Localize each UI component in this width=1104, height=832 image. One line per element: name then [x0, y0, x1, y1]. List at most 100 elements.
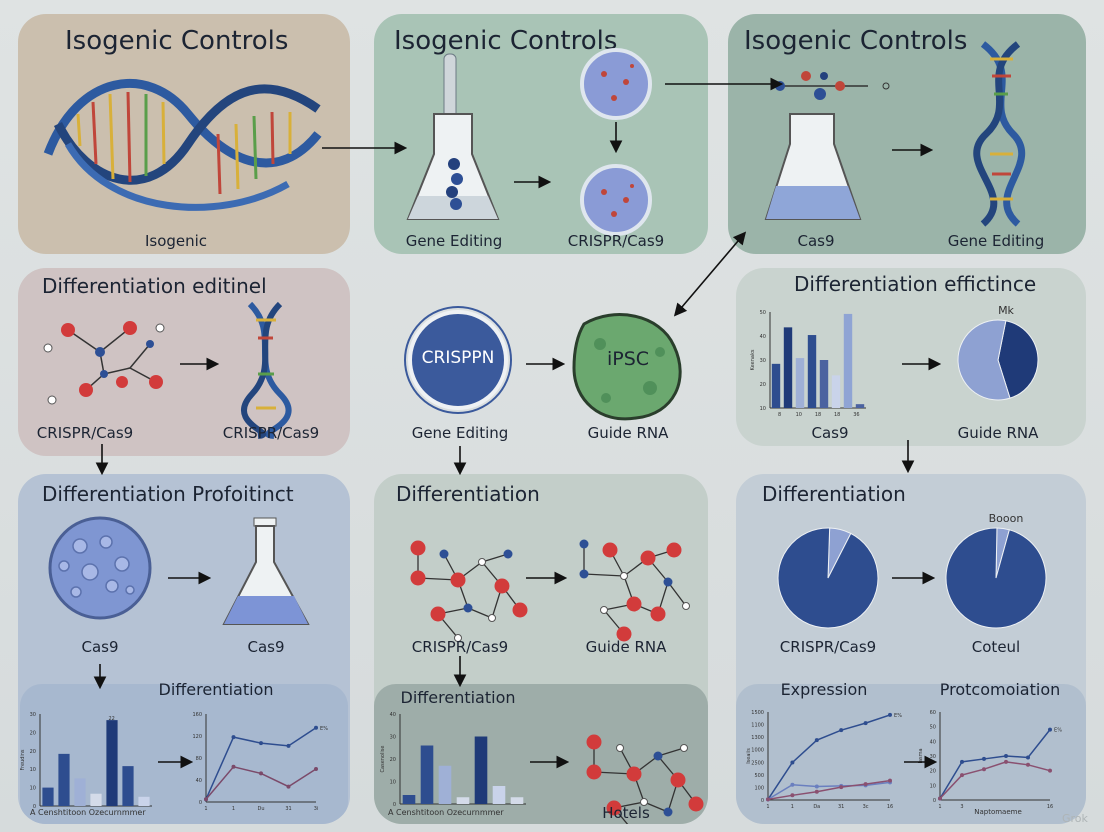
y-tick-label: 20: [760, 382, 766, 388]
data-point: [982, 767, 986, 772]
pie-slice: [945, 527, 1047, 629]
y-tick-label: 10: [30, 786, 36, 792]
y-tick-label: 40: [390, 712, 396, 718]
panel-title: Isogenic Controls: [394, 26, 618, 56]
molecule-flask-dna-illustration: [764, 41, 1026, 227]
atom: [600, 606, 608, 614]
atom: [586, 764, 602, 780]
y-tick-label: 0: [761, 798, 764, 804]
data-point: [1004, 759, 1008, 764]
bar: [819, 360, 829, 408]
data-point: [259, 771, 263, 776]
bar: [795, 358, 805, 408]
panel-title: Differentiation effictince: [794, 272, 1037, 296]
panel-title: Differentiation editinel: [42, 274, 267, 298]
panel-label: Guide RNA: [587, 424, 669, 442]
y-axis-label: Freudins: [20, 749, 26, 770]
data-point: [259, 741, 263, 746]
x-tick-label: Da: [813, 804, 820, 810]
atom: [616, 626, 632, 642]
x-tick-label: 18: [815, 412, 821, 418]
data-point: [839, 785, 844, 790]
data-point: [863, 782, 868, 787]
molecule-network-illustration: [410, 539, 690, 642]
data-point: [888, 778, 892, 783]
data-point: [839, 728, 844, 733]
panel-title: Isogenic Controls: [65, 26, 289, 56]
panel-differentiation-2: Differentiation CRISPR/Cas9 Guide RNA Di…: [374, 474, 708, 824]
series-line: [767, 781, 891, 801]
atom: [586, 734, 602, 750]
panel-label: Gene Editing: [947, 232, 1045, 250]
x-tick-label: 16: [887, 804, 893, 810]
x-tick-label: 36: [853, 412, 859, 418]
pie-slice: [957, 319, 1011, 401]
y-tick-label: 0: [199, 800, 202, 806]
panel-label: Coteul: [971, 638, 1021, 656]
atom: [680, 744, 688, 752]
y-tick-label: 10: [390, 780, 396, 786]
panel-label: Guide RNA: [585, 638, 667, 656]
data-point: [314, 725, 318, 730]
panel-label: CRISPR/Cas9: [567, 232, 665, 250]
atom: [430, 606, 446, 622]
panel-title: Differentiation: [396, 482, 540, 506]
data-point: [1048, 768, 1052, 773]
data-point: [204, 797, 208, 802]
bar: [843, 313, 853, 408]
x-tick-label: 16: [1047, 804, 1053, 810]
pie-chart-left: [777, 527, 879, 629]
pie-slice: [777, 527, 879, 629]
bond: [583, 573, 625, 577]
data-point: [766, 797, 770, 802]
x-tick-label: 3c: [863, 804, 869, 810]
y-tick-label: 60: [930, 710, 936, 716]
bond: [481, 553, 509, 563]
pie-chart-right: Booon: [945, 512, 1047, 629]
data-point: [863, 721, 868, 726]
value-annotation: 22: [108, 716, 114, 722]
bar: [510, 797, 524, 804]
series-label: E%: [894, 713, 902, 719]
data-point: [1026, 755, 1030, 760]
subpanel-footer: A Censhtitoon Ozecurnmmer: [30, 808, 146, 817]
atom: [410, 570, 426, 586]
atom: [450, 572, 466, 588]
data-point: [814, 789, 819, 794]
crispr-ipsc-illustration: [404, 306, 682, 421]
atom: [666, 542, 682, 558]
series-line: [767, 779, 891, 801]
panel-title: Differentiation: [762, 482, 906, 506]
x-axis-label: Naptomaeme: [974, 808, 1022, 816]
bond: [667, 581, 687, 607]
series-line: [205, 727, 317, 800]
panel-label: Isogenic: [144, 232, 208, 250]
x-tick-label: Du: [257, 806, 264, 812]
atom: [626, 766, 642, 782]
bar: [420, 745, 434, 804]
panel-differentiation-profoitinct: Differentiation Profoitinct Cas9 Cas9 Di…: [18, 474, 350, 824]
data-point: [286, 784, 291, 789]
y-tick-label: 40: [930, 739, 936, 745]
data-point: [790, 760, 795, 765]
bar: [90, 793, 102, 806]
panel-label: CRISPR/Cas9: [779, 638, 877, 656]
y-tick-label: 20: [30, 730, 36, 736]
atom: [653, 751, 663, 761]
y-axis-label: Keenaks: [750, 349, 756, 370]
panel-isogenic-1: Isogenic Controls Isogenic: [18, 14, 350, 254]
y-tick-label: 1500: [751, 710, 764, 716]
panel-differentiation-editinel: Differentiation editinel CRISPR/Cas9 CRI…: [18, 268, 350, 456]
atom: [606, 800, 622, 816]
data-point: [790, 782, 795, 787]
atom: [670, 772, 686, 788]
y-tick-label: 500: [754, 773, 764, 779]
bar: [438, 765, 452, 804]
x-tick-label: 18: [834, 412, 840, 418]
x-tick-label: 1: [204, 806, 207, 812]
